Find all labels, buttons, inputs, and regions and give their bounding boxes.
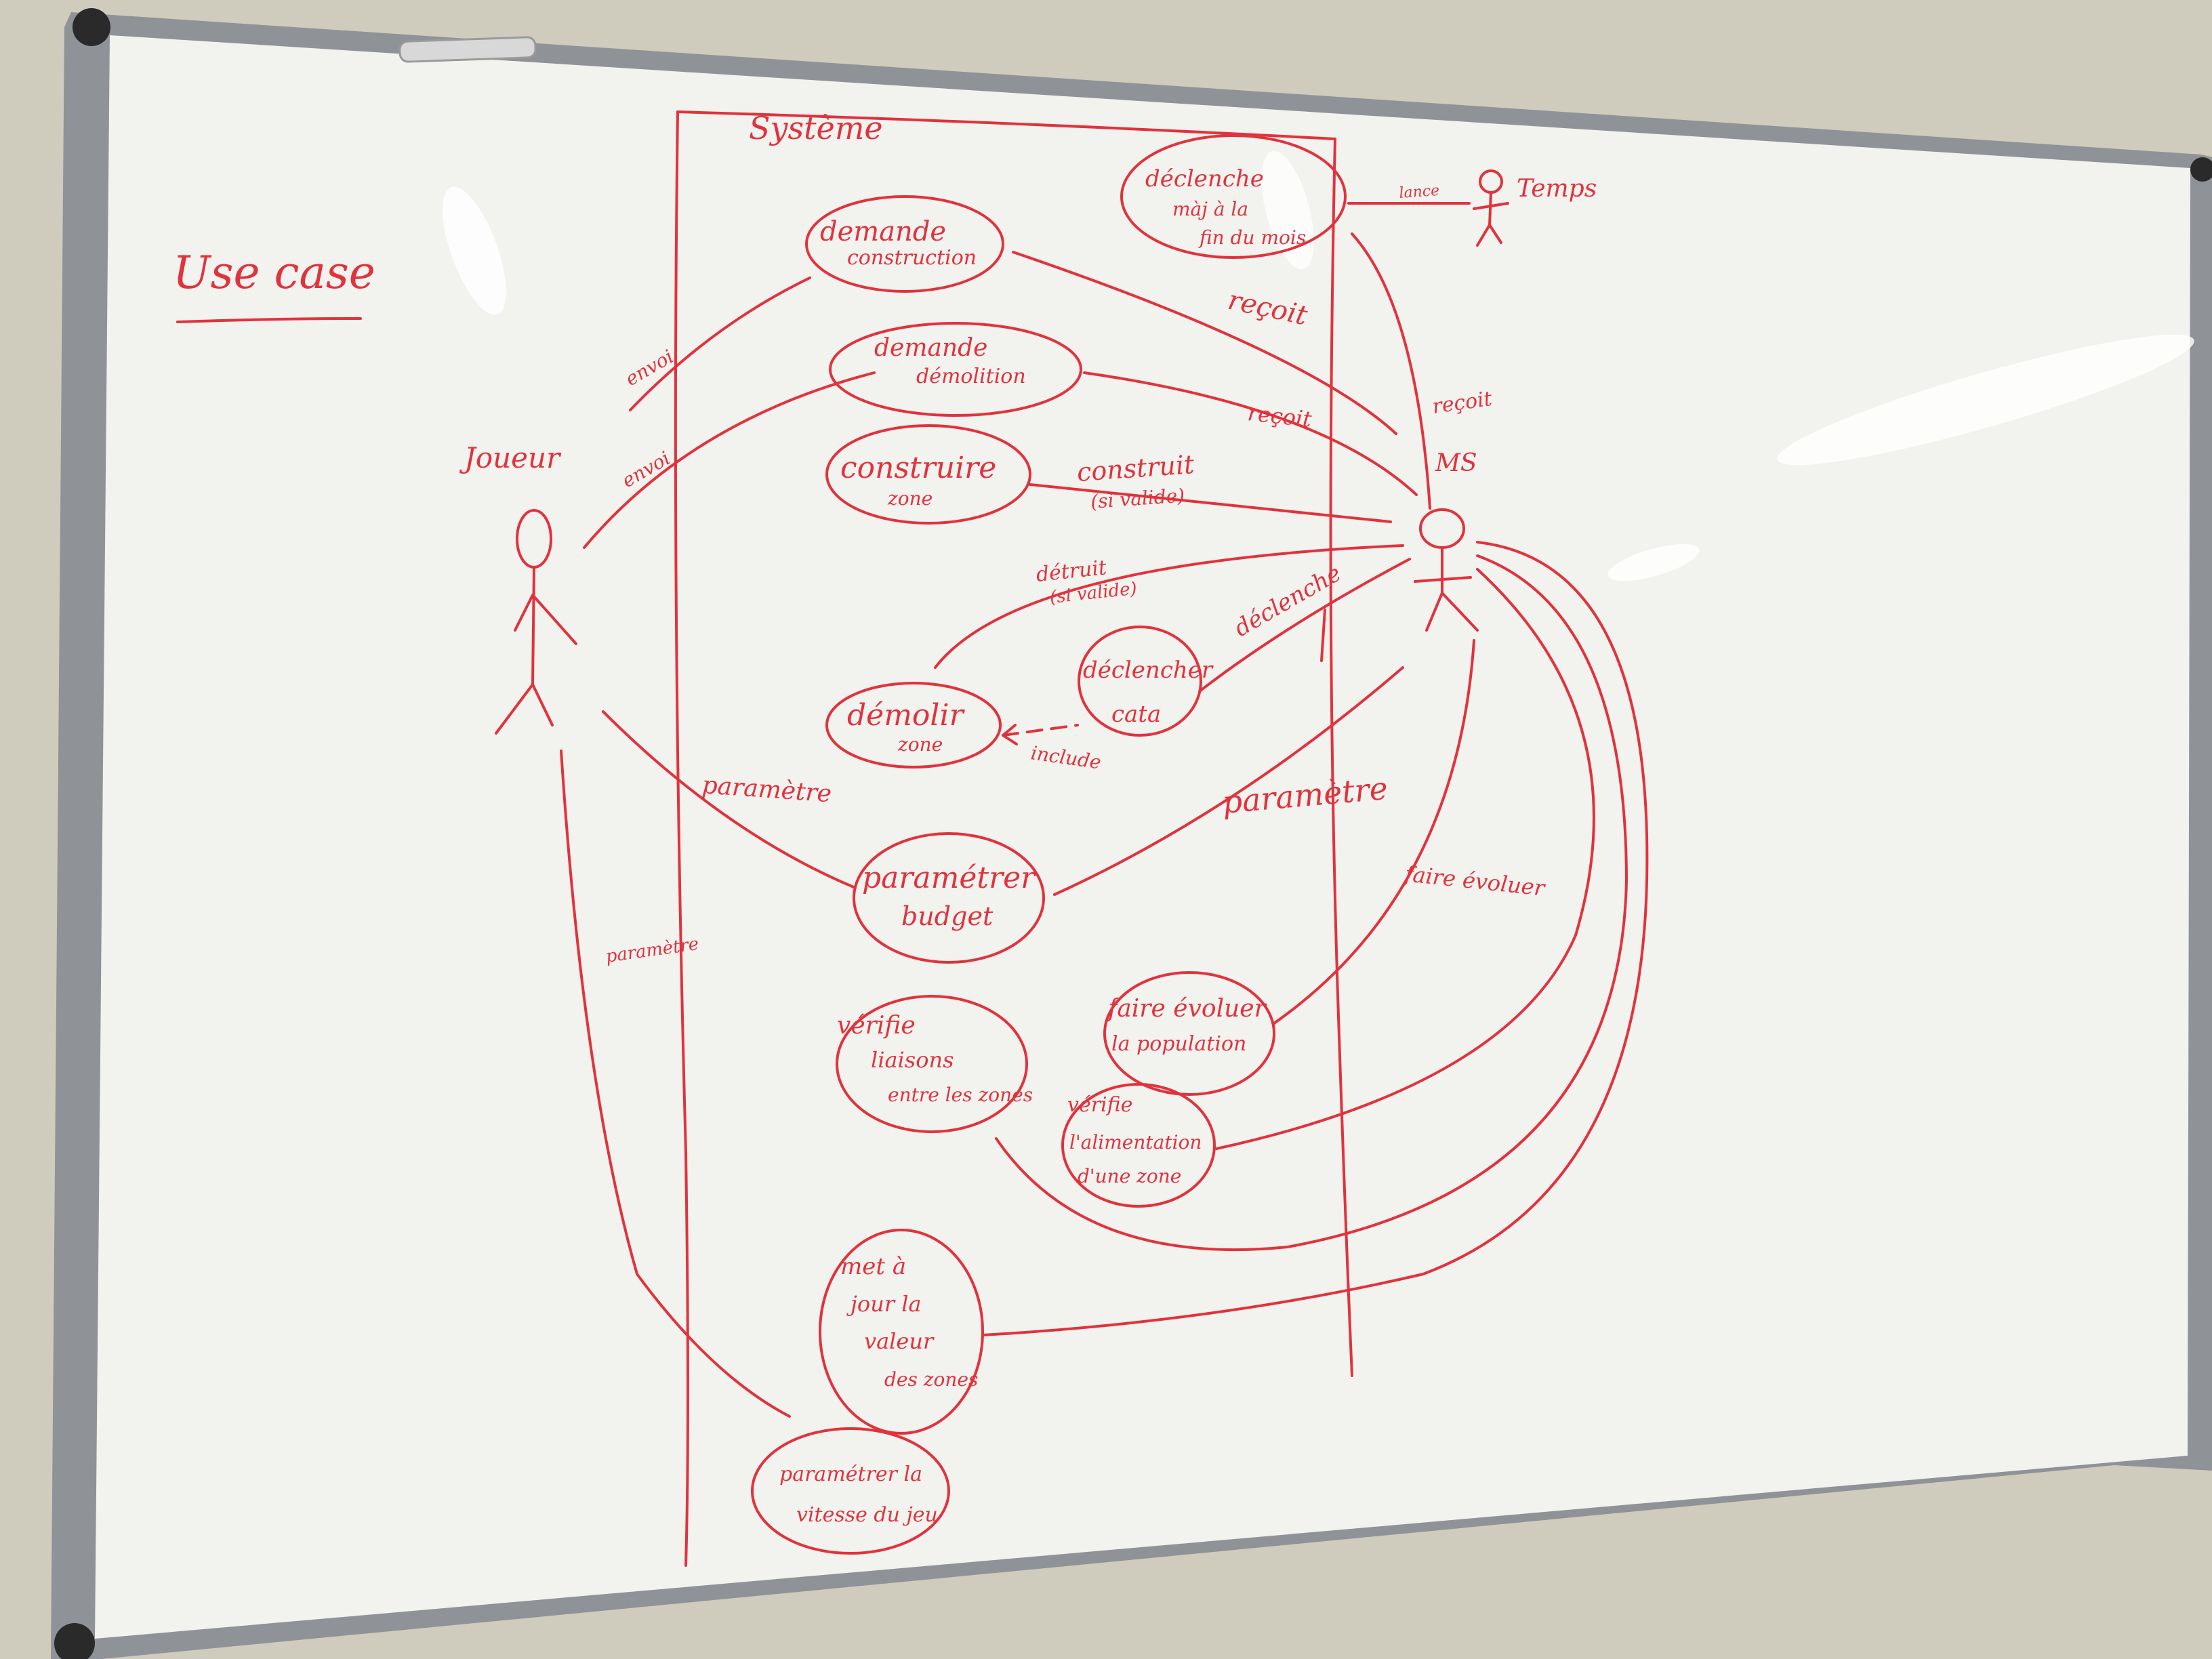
uc-line: vérifie — [837, 1012, 916, 1040]
board-corner-cap — [2190, 157, 2212, 182]
uc-text-construire-zone: construire zone — [840, 451, 996, 510]
line-joueur-demande-construction — [629, 276, 811, 411]
actor-label-joueur: Joueur — [459, 441, 562, 474]
uc-line: paramétrer — [862, 861, 1037, 895]
uc-line: démolir — [847, 698, 966, 733]
uc-line: zone — [887, 487, 933, 510]
uc-line: d'une zone — [1078, 1165, 1181, 1187]
use-case-met-a-jour-valeur — [819, 1229, 984, 1435]
uc-line: zone — [897, 733, 943, 756]
uc-line: valeur — [864, 1328, 935, 1354]
label-lance: lance — [1399, 182, 1440, 202]
uc-text-parametrer-budget: paramétrer budget — [862, 861, 1037, 931]
line-ms-verifie-alimentation — [1215, 568, 1595, 1150]
glare — [1777, 334, 2194, 466]
uc-line: fin du mois — [1198, 226, 1306, 249]
line-joueur-vitesse — [560, 750, 791, 1418]
uc-line: vérifie — [1067, 1093, 1132, 1117]
uc-text-demande-construction: demande construction — [820, 216, 977, 270]
uc-line: l'alimentation — [1069, 1131, 1202, 1153]
line-demande-construction-ms — [1012, 251, 1397, 435]
uc-text-met-a-jour-valeur: met à jour la valeur des zones — [840, 1253, 978, 1391]
uc-line: faire évoluer — [1106, 995, 1267, 1023]
uc-line: màj à la — [1172, 198, 1248, 220]
uc-text-demolir-zone: démolir zone — [847, 698, 966, 756]
uc-line: des zones — [884, 1368, 978, 1391]
board-corner-cap — [73, 8, 110, 46]
board-corner-cap — [54, 1623, 95, 1659]
use-case-verifie-alimentation — [1061, 1083, 1216, 1208]
uc-line: construction — [847, 246, 977, 270]
uc-text-declenche-maj: déclenche màj à la fin du mois — [1145, 165, 1306, 249]
uc-text-declencher-cata: déclencher cata — [1083, 657, 1214, 728]
actor-ms — [1414, 508, 1479, 632]
line-cata-ms — [1198, 558, 1411, 693]
uc-line: paramétrer la — [779, 1462, 922, 1486]
line-ms-faire-evoluer — [1273, 639, 1475, 1025]
line-demande-demolition-ms — [1083, 371, 1418, 496]
uc-line: cata — [1111, 701, 1161, 728]
uc-line: construire — [840, 451, 996, 485]
line-joueur-demande-demolition — [583, 371, 876, 549]
uc-line: demande — [820, 216, 946, 247]
uc-line: démolition — [916, 365, 1026, 388]
uc-line: demande — [874, 334, 987, 362]
glare — [443, 186, 506, 315]
glare — [1261, 150, 1314, 270]
use-case-declencher-cata — [1078, 626, 1202, 737]
uc-line: jour la — [846, 1291, 922, 1317]
line-include — [1002, 724, 1079, 737]
system-boundary-top — [676, 110, 1336, 140]
use-case-faire-evoluer-population — [1103, 971, 1275, 1096]
line-joueur-budget — [602, 710, 857, 889]
use-case-demande-demolition — [829, 322, 1082, 417]
line-budget-ms — [1053, 666, 1404, 896]
glare — [1607, 544, 1700, 581]
line-declenche-stub — [1320, 609, 1326, 662]
line-demolir-ms — [934, 544, 1404, 669]
board-surface — [95, 35, 2190, 1639]
include-arrowhead — [1002, 724, 1018, 745]
use-case-verifie-liaisons — [836, 995, 1028, 1133]
uc-line: liaisons — [871, 1047, 954, 1073]
line-construire-ms — [1029, 483, 1392, 523]
uc-line: vitesse du jeu — [796, 1503, 938, 1527]
actor-label-ms: MS — [1435, 449, 1477, 477]
diagram-title: Use case — [173, 247, 375, 299]
system-boundary-left — [674, 110, 689, 1567]
uc-line: déclenche — [1145, 165, 1264, 192]
uc-line: budget — [901, 901, 994, 931]
line-ms-met-a-jour — [981, 541, 1649, 1336]
uc-line: déclencher — [1083, 657, 1214, 684]
actor-temps — [1473, 169, 1509, 247]
use-case-parametrer-budget — [853, 832, 1045, 964]
uc-text-parametrer-vitesse: paramétrer la vitesse du jeu — [779, 1462, 938, 1527]
use-case-construire-zone — [825, 424, 1031, 525]
use-case-parametrer-vitesse — [751, 1427, 950, 1555]
uc-line: entre les zones — [888, 1084, 1033, 1106]
uc-line: met à — [840, 1253, 906, 1280]
marker-on-tray — [398, 36, 537, 63]
use-case-demande-construction — [805, 195, 1004, 293]
uc-text-verifie-alimentation: vérifie l'alimentation d'une zone — [1067, 1093, 1202, 1187]
uc-text-demande-demolition: demande démolition — [874, 334, 1026, 388]
uc-text-verifie-liaisons: vérifie liaisons entre les zones — [837, 1012, 1033, 1106]
actor-joueur — [495, 509, 577, 735]
uc-line: la population — [1111, 1032, 1246, 1056]
use-case-demolir-zone — [825, 682, 1002, 769]
title-underline — [176, 317, 362, 323]
uc-text-faire-evoluer-population: faire évoluer la population — [1106, 995, 1267, 1056]
system-label: Système — [749, 110, 883, 146]
use-case-declenche-maj — [1120, 134, 1347, 259]
line-ms-verifie-liaisons — [995, 554, 1628, 1252]
actor-label-temps: Temps — [1517, 175, 1597, 203]
line-maj-ms — [1351, 232, 1431, 510]
